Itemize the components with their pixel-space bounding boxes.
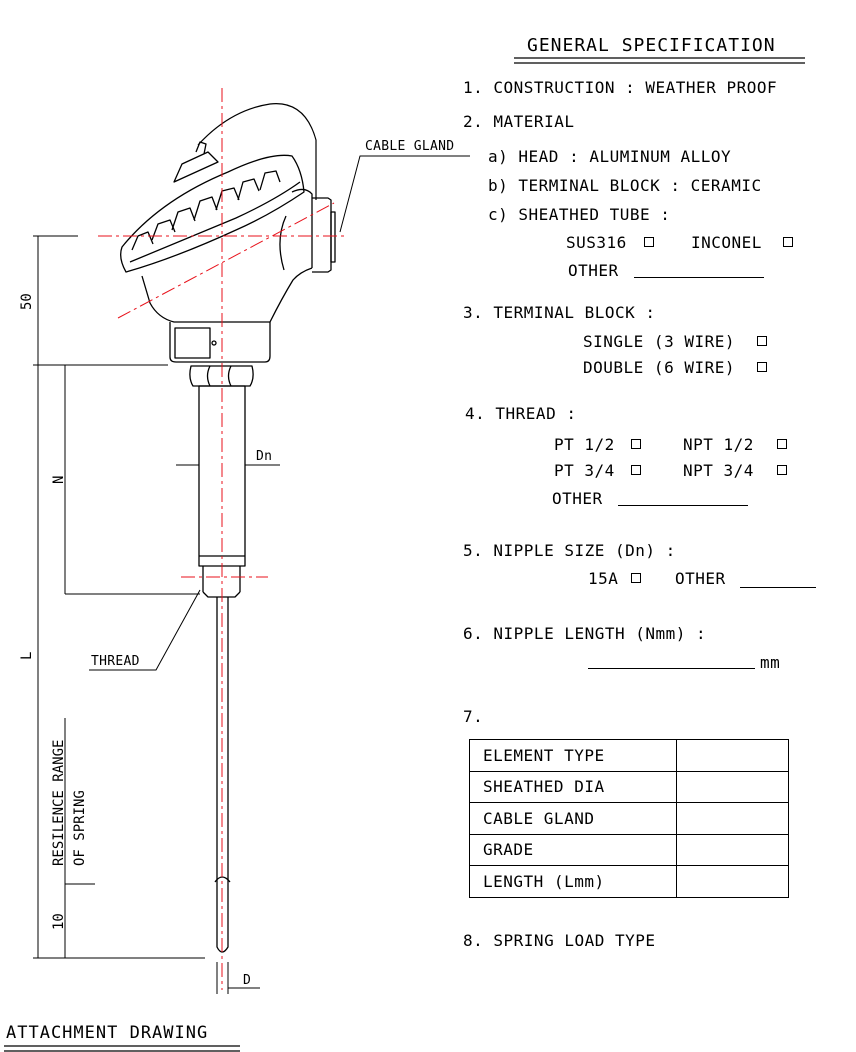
of-spring-label: OF SPRING [72,790,88,866]
table-key: CABLE GLAND [469,802,677,835]
pt34-label: PT 3/4 [554,461,615,480]
resilience-range-label: RESILENCE RANGE [51,739,67,866]
pt12-checkbox[interactable] [631,439,641,449]
hex-nut [189,365,254,387]
material-heading: 2. MATERIAL [463,112,575,131]
cable-gland-label: CABLE GLAND [365,139,455,154]
nipple-size-heading: 5. NIPPLE SIZE (Dn) : [463,541,676,560]
thread-heading: 4. THREAD : [465,404,577,423]
item-7-label: 7. [463,707,484,726]
dn-label: Dn [256,449,273,464]
attachment-drawing-title: ATTACHMENT DRAWING [6,1023,209,1043]
terminal-block-heading: 3. TERMINAL BLOCK : [463,303,656,322]
size-other-field[interactable] [740,587,816,588]
single-wire-label: SINGLE (3 WIRE) [583,332,735,351]
spec-table: ELEMENT TYPE SHEATHED DIA CABLE GLAND GR… [469,739,789,898]
size-15a-checkbox[interactable] [631,573,641,583]
nipple-length-heading: 6. NIPPLE LENGTH (Nmm) : [463,624,707,643]
material-other-label: OTHER [568,261,619,280]
material-terminal: b) TERMINAL BLOCK : CERAMIC [488,176,762,195]
table-key: ELEMENT TYPE [469,739,677,772]
thread-other-label: OTHER [552,489,603,508]
table-row: GRADE [469,833,789,866]
nipple-length-field[interactable] [588,668,755,669]
item-8-label: 8. SPRING LOAD TYPE [463,931,656,950]
table-value-cell[interactable] [676,770,789,803]
double-wire-label: DOUBLE (6 WIRE) [583,358,735,377]
centerlines [98,88,348,990]
single-wire-checkbox[interactable] [757,336,767,346]
npt34-checkbox[interactable] [777,465,787,475]
table-row: LENGTH (Lmm) [469,865,789,898]
construction-line: 1. CONSTRUCTION : WEATHER PROOF [463,78,778,97]
terminal-head [120,103,336,363]
sus316-checkbox[interactable] [644,237,654,247]
thread-label: THREAD [91,654,140,669]
dim-n-label: N [51,475,67,484]
npt12-checkbox[interactable] [777,439,787,449]
npt12-label: NPT 1/2 [683,435,754,454]
table-key: LENGTH (Lmm) [469,865,677,898]
table-value-cell[interactable] [676,802,789,835]
table-row: SHEATHED DIA [469,770,789,803]
table-value-cell[interactable] [676,833,789,866]
d-label: D [243,973,252,988]
table-key: GRADE [469,833,677,866]
dim-50-label: 50 [19,293,35,310]
size-15a-label: 15A [588,569,619,588]
pt34-checkbox[interactable] [631,465,641,475]
material-sheathed: c) SHEATHED TUBE : [488,205,671,224]
spec-title: GENERAL SPECIFICATION [527,35,776,56]
material-other-field[interactable] [634,277,764,278]
npt34-label: NPT 3/4 [683,461,754,480]
dimension-lines [33,155,470,994]
sus316-label: SUS316 [566,233,627,252]
pt12-label: PT 1/2 [554,435,615,454]
table-key: SHEATHED DIA [469,770,677,803]
nipple-length-unit: mm [760,653,781,672]
inconel-checkbox[interactable] [783,237,793,247]
thread-other-field[interactable] [618,505,748,506]
table-row: CABLE GLAND [469,802,789,835]
inconel-label: INCONEL [691,233,762,252]
material-head: a) HEAD : ALUMINUM ALLOY [488,147,732,166]
dim-l-label: L [19,651,35,660]
table-value-cell[interactable] [676,865,789,898]
dim-10-label: 10 [51,913,67,930]
table-value-cell[interactable] [676,739,789,772]
size-other-label: OTHER [675,569,726,588]
double-wire-checkbox[interactable] [757,362,767,372]
table-row: ELEMENT TYPE [469,739,789,772]
